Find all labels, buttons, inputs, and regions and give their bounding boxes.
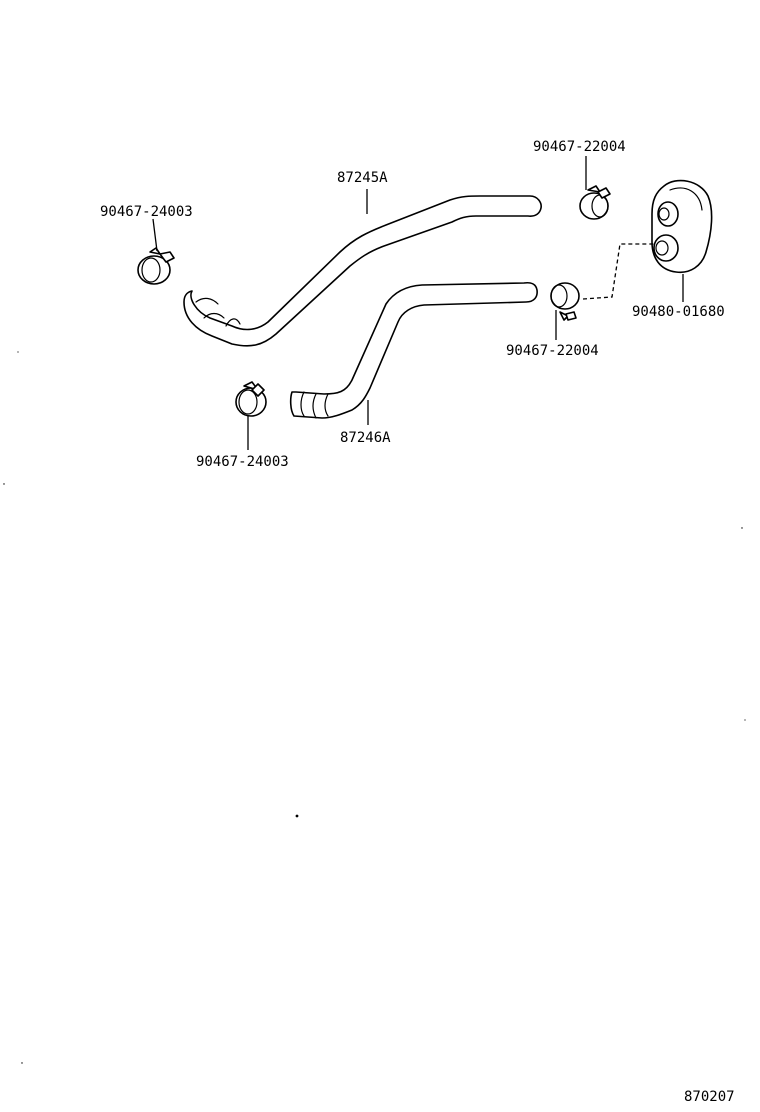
- grommet-90480-01680[interactable]: [651, 179, 713, 274]
- clamp-right-lower[interactable]: [550, 282, 580, 321]
- grommet-callout: 90480-01680: [632, 274, 725, 320]
- hose-87246A[interactable]: [289, 281, 538, 419]
- label-clamp-left-upper: 90467-24003: [100, 204, 193, 220]
- label-clamp-left-lower: 90467-24003: [196, 454, 289, 470]
- label-87246A: 87246A: [340, 430, 391, 446]
- grommet-dashed-guide: [582, 243, 656, 300]
- label-clamp-right-lower: 90467-22004: [506, 343, 599, 359]
- scan-specks: [3, 351, 746, 1064]
- label-grommet: 90480-01680: [632, 304, 725, 320]
- clamp-left-lower[interactable]: [235, 381, 267, 417]
- label-clamp-right-upper: 90467-22004: [533, 139, 626, 155]
- diagram-code: 870207: [684, 1089, 735, 1105]
- label-87245A: 87245A: [337, 170, 388, 186]
- clamp-left-upper[interactable]: [137, 247, 175, 285]
- clamp-right-upper[interactable]: [579, 185, 611, 220]
- clamp-left-upper-callout: 90467-24003: [100, 204, 193, 252]
- clamp-left-lower-callout: 90467-24003: [196, 416, 289, 470]
- hose-87245A[interactable]: [183, 195, 542, 347]
- hose-87245A-callout: 87245A: [337, 170, 388, 214]
- clamp-right-lower-callout: 90467-22004: [506, 310, 599, 359]
- hose-87246A-callout: 87246A: [340, 400, 391, 446]
- clamp-right-upper-callout: 90467-22004: [533, 139, 626, 190]
